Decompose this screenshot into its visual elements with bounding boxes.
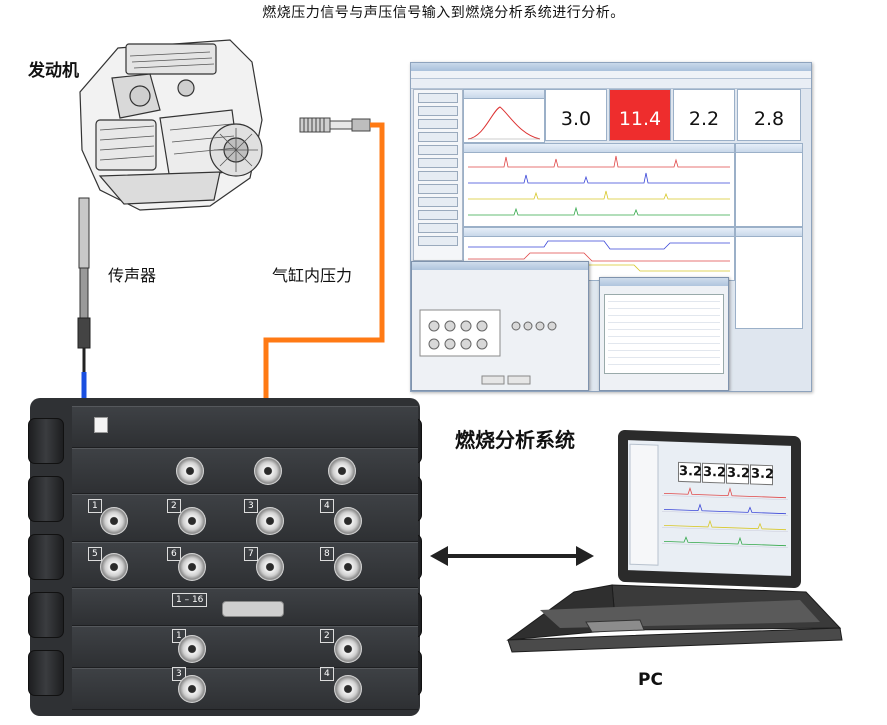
channel-7-badge: 7 (244, 547, 258, 561)
software-toolbar (411, 79, 811, 89)
module-low-speed: 1 – 16 (72, 588, 418, 626)
analysis-hardware: 1 2 3 4 5 6 7 8 1 – 16 1 2 3 4 (28, 398, 422, 716)
channel-2-badge: 2 (167, 499, 181, 513)
software-side-panel (413, 89, 463, 261)
waveform-legend-panel-2 (735, 227, 803, 329)
module-pulse (72, 448, 418, 494)
channel-bottom-3-badge: 3 (172, 667, 186, 681)
channel-3-badge: 3 (244, 499, 258, 513)
analysis-system-label: 燃烧分析系统 (455, 428, 575, 452)
module-ad-2: 5 6 7 8 (72, 542, 418, 588)
diagram-title: 燃烧压力信号与声压信号输入到燃烧分析系统进行分析。 (262, 5, 625, 21)
value-panel-1: 3.0 (545, 89, 607, 141)
settings-dialog (411, 261, 589, 391)
channel-bottom-4-badge: 4 (320, 667, 334, 681)
waveform-panel (463, 143, 735, 227)
microphone-label: 传声器 (108, 266, 157, 285)
module-main (72, 406, 418, 448)
value-panel-2: 11.4 (609, 89, 671, 141)
pc-label: PC (638, 670, 663, 690)
pressure-signal-line (251, 122, 385, 467)
waveform-legend-panel (735, 143, 803, 227)
module-ad-1: 1 2 3 4 (72, 494, 418, 542)
laptop-screen: 3.2 3.2 3.2 3.2 (618, 429, 801, 589)
pressure-graph-panel (463, 89, 545, 143)
software-titlebar (411, 63, 811, 71)
module-input-2: 3 4 (72, 667, 418, 710)
list-dialog (599, 277, 729, 391)
software-menubar (411, 71, 811, 79)
channel-5-badge: 5 (88, 547, 102, 561)
value-panel-3: 2.2 (673, 89, 735, 141)
software-screenshot: 3.0 11.4 2.2 2.8 (410, 62, 812, 392)
engine-label: 发动机 (28, 61, 79, 81)
channel-8-badge: 8 (320, 547, 334, 561)
d-sub-connector (222, 601, 284, 617)
cylinder-pressure-label: 气缸内压力 (272, 266, 353, 285)
channel-6-badge: 6 (167, 547, 181, 561)
laptop-display: 3.2 3.2 3.2 3.2 (628, 440, 791, 576)
channel-4-badge: 4 (320, 499, 334, 513)
module-input-1: 1 2 (72, 626, 418, 668)
channel-range-badge: 1 – 16 (172, 593, 208, 607)
channel-low-2-badge: 2 (320, 629, 334, 643)
channel-1-badge: 1 (88, 499, 102, 513)
value-panel-4: 2.8 (737, 89, 801, 141)
